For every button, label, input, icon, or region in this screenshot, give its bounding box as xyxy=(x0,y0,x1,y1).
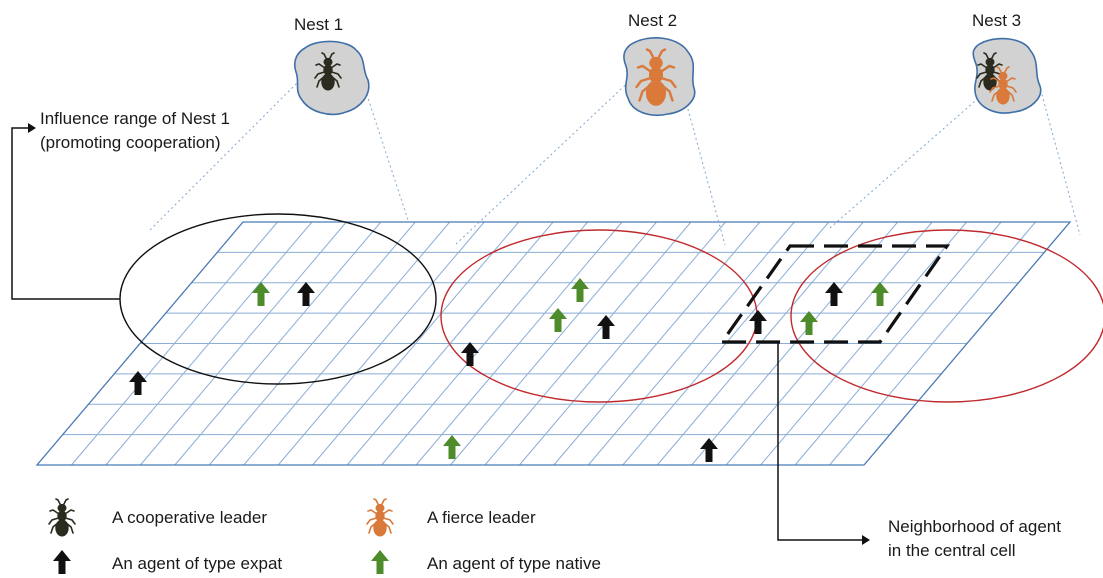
grid-column-line xyxy=(519,221,726,466)
native-agent-arrow xyxy=(871,282,889,306)
grid-column-line xyxy=(277,221,485,466)
grid-column-line xyxy=(243,221,451,466)
grid-column-line xyxy=(105,221,313,466)
grid-column-line xyxy=(346,221,554,466)
grid-column-line xyxy=(174,221,382,466)
legend-native-label: An agent of type native xyxy=(427,554,601,573)
nest2-influence-range xyxy=(440,229,758,403)
expat-agent-arrow xyxy=(700,438,718,462)
grid-column-line xyxy=(829,221,1036,466)
neighborhood-connector-line xyxy=(777,342,862,541)
grid-column-line xyxy=(71,221,278,466)
grid-column-line xyxy=(139,221,347,466)
grid-column-line xyxy=(484,221,692,466)
neighborhood-sublabel: in the central cell xyxy=(888,541,1016,560)
influence-range-label: Influence range of Nest 1 xyxy=(40,109,230,128)
influence-connector-line xyxy=(11,127,120,300)
grid-column-line xyxy=(794,221,1002,466)
expat-agent-arrow xyxy=(597,315,615,339)
grid-column-line xyxy=(208,221,416,466)
nest-2-label: Nest 2 xyxy=(628,11,677,30)
nest-2: Nest 2 xyxy=(623,11,696,116)
legend-fierce-label: A fierce leader xyxy=(427,508,536,527)
nest-3-label: Nest 3 xyxy=(972,11,1021,30)
grid-column-line xyxy=(450,221,657,466)
legend-native-arrow-icon xyxy=(371,550,389,574)
nest3-influence-range xyxy=(790,229,1103,403)
native-agent-arrow xyxy=(571,278,589,302)
nest-1: Nest 1 xyxy=(293,15,370,116)
expat-agent-arrow xyxy=(825,282,843,306)
grid-border xyxy=(35,221,1072,466)
grid-column-line xyxy=(587,221,795,466)
legend-cooperative-label: A cooperative leader xyxy=(112,508,267,527)
legend-cooperative-ant-icon xyxy=(48,498,76,537)
grid-lattice xyxy=(35,221,1072,466)
neighborhood-region xyxy=(718,244,951,344)
neighborhood-callout: Neighborhood of agent in the central cel… xyxy=(777,342,1061,560)
connector-arrowhead-icon xyxy=(28,123,36,133)
native-agent-arrow xyxy=(549,308,567,332)
nest-1-label: Nest 1 xyxy=(294,15,343,34)
nest-3: Nest 3 xyxy=(972,11,1042,114)
influence-range-sublabel: (promoting cooperation) xyxy=(40,133,220,152)
grid-column-line xyxy=(415,221,623,466)
expat-agent-arrow xyxy=(129,371,147,395)
nest1-influence-range xyxy=(119,213,437,385)
native-agent-arrow xyxy=(800,311,818,335)
influence-range-callout: Influence range of Nest 1 (promoting coo… xyxy=(11,109,230,300)
neighborhood-label: Neighborhood of agent xyxy=(888,517,1061,536)
legend: A cooperative leader A fierce leader An … xyxy=(48,498,601,574)
native-agent-arrow xyxy=(252,282,270,306)
legend-expat-arrow-icon xyxy=(53,550,71,574)
projection-lines xyxy=(149,74,1081,246)
legend-fierce-ant-icon xyxy=(366,498,394,537)
connector-arrowhead-icon xyxy=(862,535,870,545)
grid-column-line xyxy=(553,221,761,466)
grid-column-line xyxy=(312,221,520,466)
grid-column-line xyxy=(381,221,588,466)
legend-expat-label: An agent of type expat xyxy=(112,554,282,573)
